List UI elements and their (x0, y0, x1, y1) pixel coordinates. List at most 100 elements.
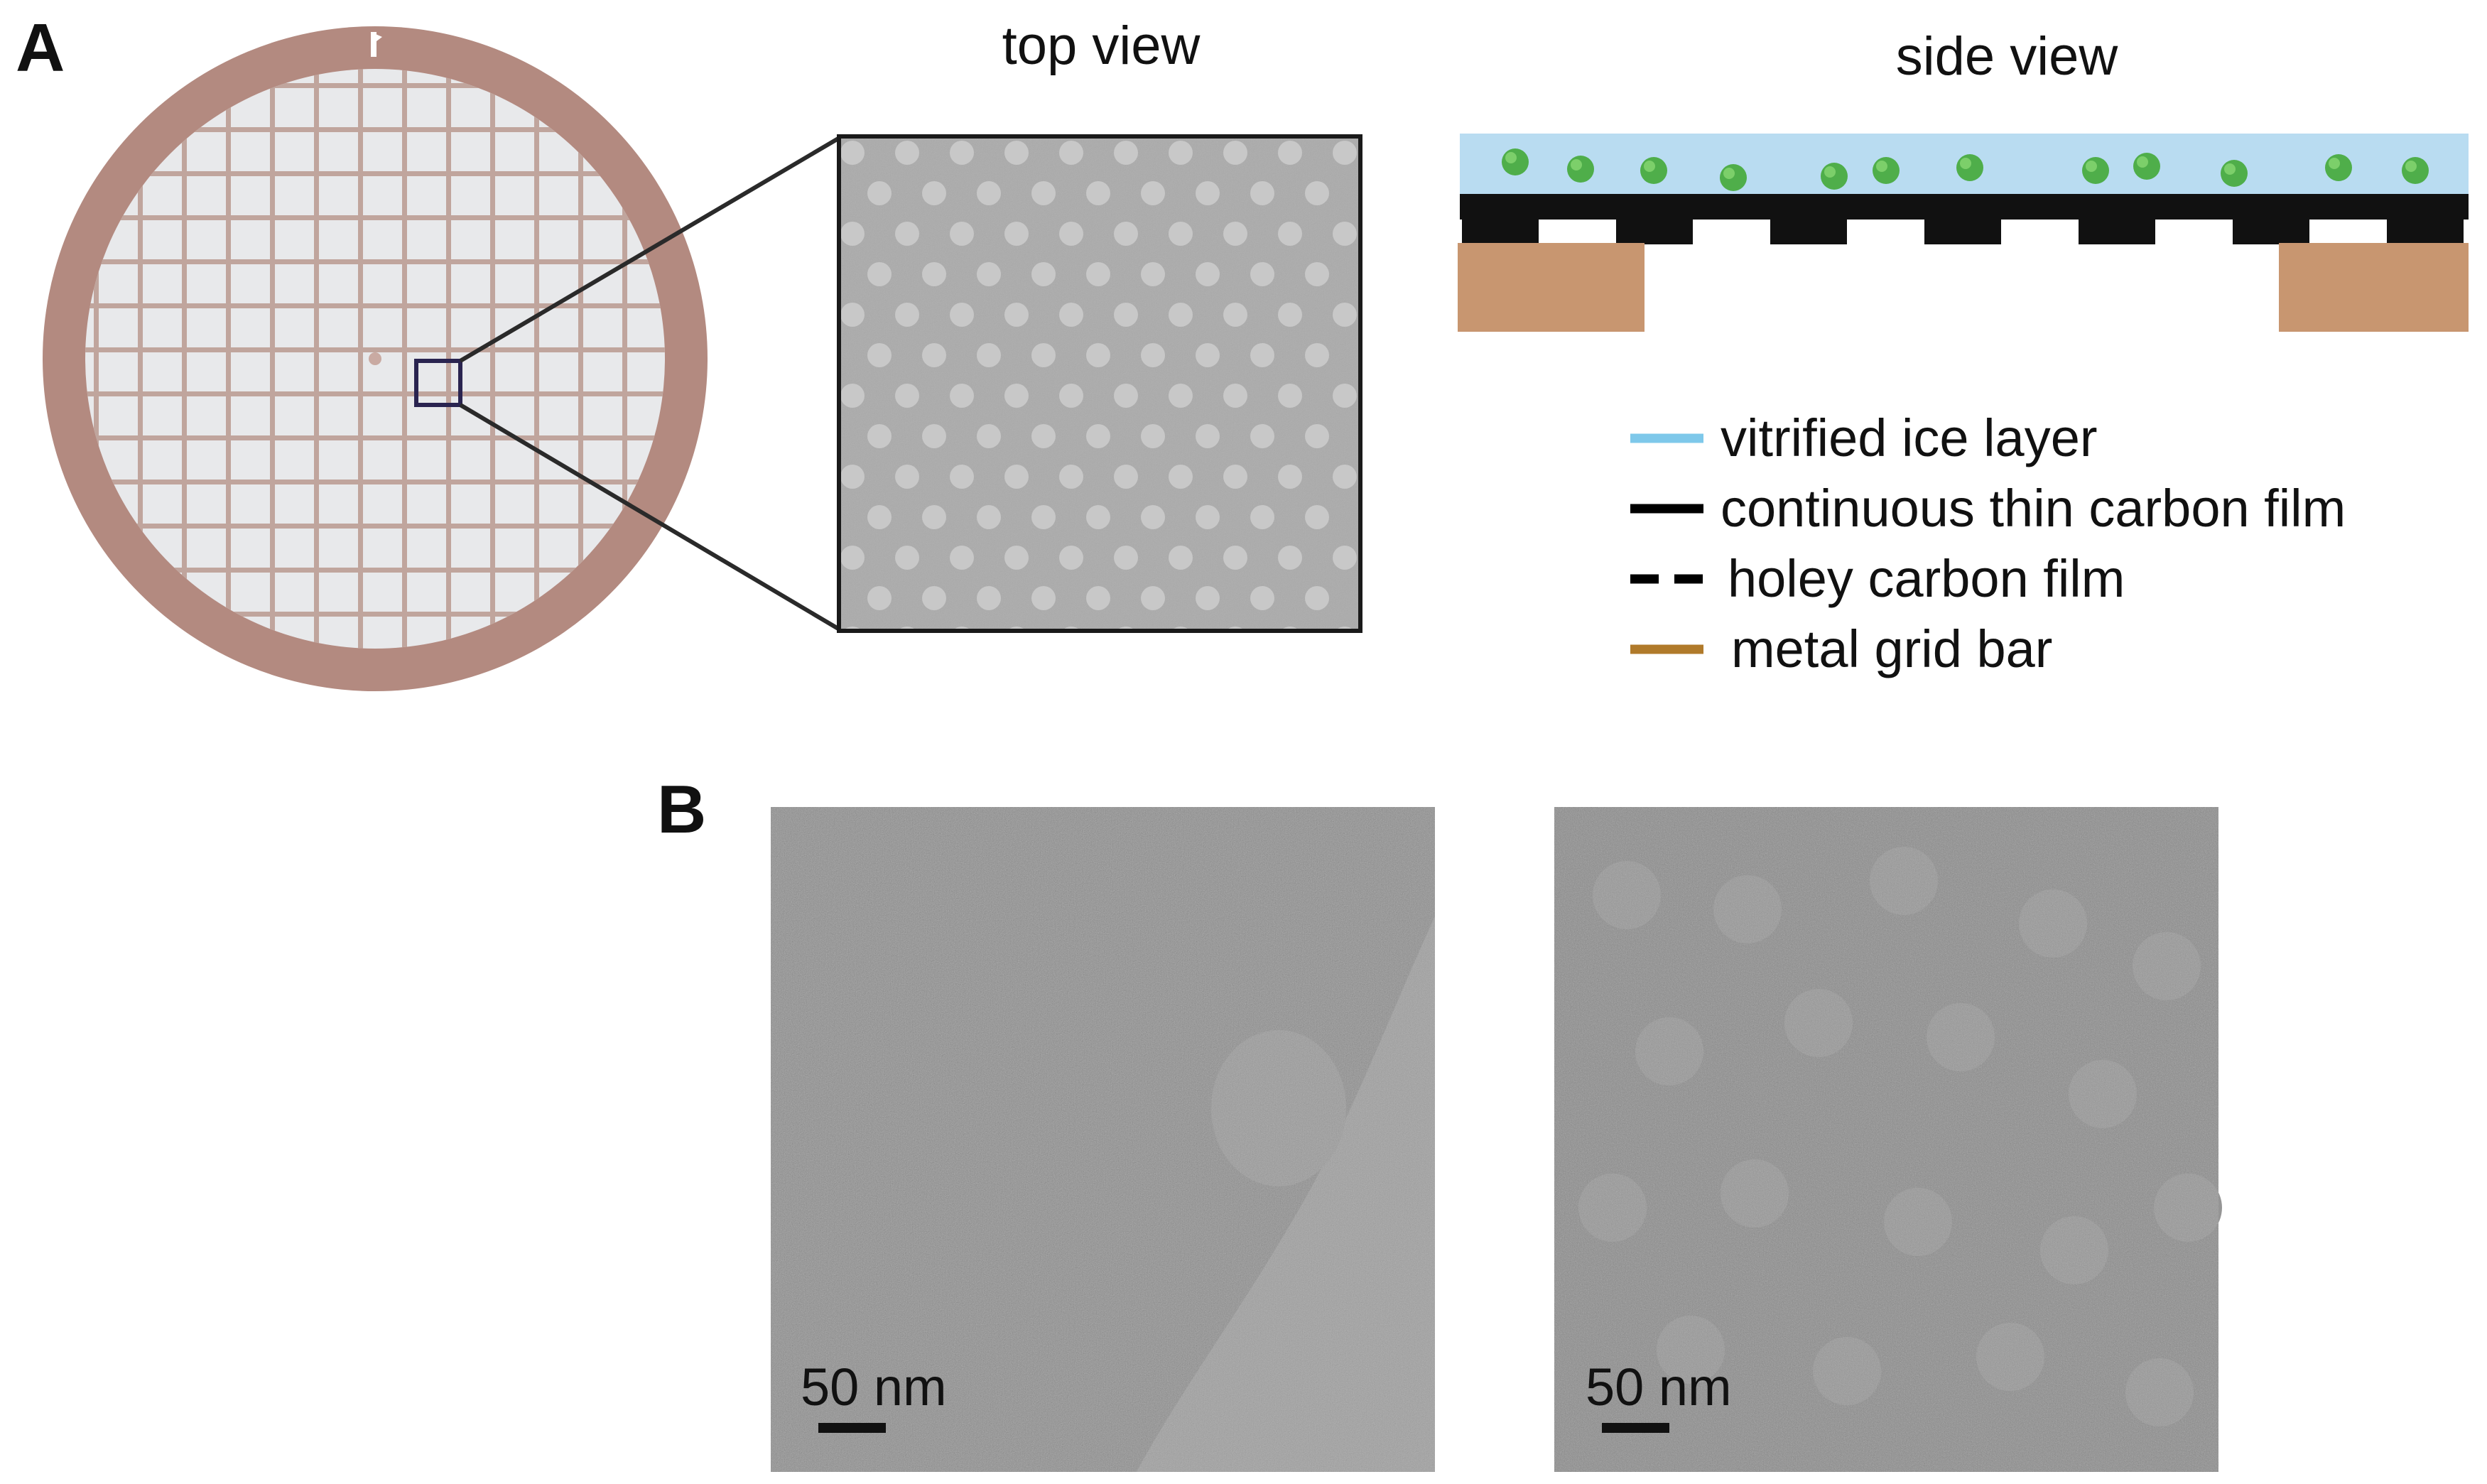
film-hole (1141, 181, 1165, 205)
film-hole (1169, 465, 1193, 489)
film-hole (895, 141, 919, 165)
legend: vitrified ice layer continuous thin carb… (1630, 408, 2346, 678)
protein-particle (2133, 153, 2160, 180)
panel-letter-a: A (16, 10, 65, 86)
legend-label-holey-carbon: holey carbon film (1728, 549, 2125, 608)
film-hole (1169, 546, 1193, 570)
film-hole (841, 303, 865, 327)
film-hole (1338, 627, 1352, 629)
film-hole (841, 141, 865, 165)
top-view-title: top view (1002, 16, 1201, 76)
film-hole (1333, 141, 1357, 165)
film-hole (977, 181, 1001, 205)
protein-particle (1821, 163, 1848, 190)
zoom-line-bottom (459, 403, 840, 631)
film-hole (1086, 262, 1110, 286)
grid-bar-horizontal (85, 303, 665, 308)
film-hole (1305, 181, 1329, 205)
film-hole (950, 384, 974, 408)
film-hole (1278, 303, 1302, 327)
film-hole (1059, 465, 1083, 489)
film-hole (1228, 627, 1242, 629)
legend-label-continuous-carbon: continuous thin carbon film (1721, 479, 2346, 538)
film-hole (1174, 627, 1188, 629)
protein-particle (2221, 160, 2248, 187)
grid-bar-vertical (226, 69, 231, 649)
film-hole (977, 343, 1001, 367)
film-hole (922, 262, 946, 286)
holey-film-segment (1924, 220, 2001, 244)
protein-particle-highlight (2086, 161, 2097, 172)
film-hole (1114, 222, 1138, 246)
grid-bar-vertical (578, 69, 583, 649)
protein-particle-highlight (1571, 159, 1582, 170)
grid-bar-horizontal (85, 83, 665, 88)
film-hole (1086, 505, 1110, 529)
film-hole (867, 181, 892, 205)
film-hole (1004, 141, 1029, 165)
film-hole (1278, 384, 1302, 408)
film-hole (1250, 343, 1274, 367)
film-hole (1086, 181, 1110, 205)
film-hole (922, 424, 946, 448)
protein-particle-highlight (2137, 156, 2148, 168)
film-hole (1223, 465, 1247, 489)
metal-grid-bar-right (2279, 243, 2469, 332)
film-hole (1196, 586, 1220, 610)
micrograph-left: 50 nm (771, 807, 1435, 1472)
film-hole (922, 586, 946, 610)
protein-particle (1956, 154, 1983, 181)
film-hole (1196, 181, 1220, 205)
grid-center-mark (369, 352, 381, 365)
holey-film-segment (2233, 220, 2309, 244)
film-hole (1009, 627, 1024, 629)
protein-particle-highlight (2224, 163, 2236, 175)
film-hole (1086, 424, 1110, 448)
protein-particle (1640, 157, 1667, 184)
film-hole (1305, 262, 1329, 286)
protein-particle-highlight (2405, 161, 2417, 172)
film-hole (1278, 222, 1302, 246)
film-hole (977, 424, 1001, 448)
film-texture (841, 139, 1358, 629)
holey-film-segment (2387, 220, 2464, 244)
grid-bar-vertical (314, 69, 319, 649)
film-hole (1223, 222, 1247, 246)
continuous-carbon-film (1460, 194, 2469, 220)
film-hole (895, 465, 919, 489)
grid-bar-horizontal (85, 480, 665, 484)
micrograph-left-noise (771, 807, 1435, 1472)
film-hole (1004, 384, 1029, 408)
film-hole (1305, 586, 1329, 610)
film-hole (1031, 505, 1056, 529)
film-hole (1059, 141, 1083, 165)
film-hole (977, 586, 1001, 610)
protein-particle-highlight (1723, 168, 1735, 179)
metal-grid-bar-left (1458, 243, 1645, 332)
holey-carbon-film (1462, 220, 2464, 244)
film-hole (1250, 505, 1274, 529)
film-hole (1114, 465, 1138, 489)
film-hole (1196, 262, 1220, 286)
film-hole (1114, 546, 1138, 570)
grid-bar-vertical (270, 69, 275, 649)
film-hole (1250, 262, 1274, 286)
scale-label-right: 50 nm (1586, 1358, 1732, 1417)
grid-bar-vertical (534, 69, 539, 649)
film-hole (1141, 343, 1165, 367)
film-hole (1141, 262, 1165, 286)
grid-bar-vertical (358, 69, 363, 649)
film-hole (1333, 384, 1357, 408)
micrograph-right-noise (1554, 807, 2218, 1472)
film-hole (1004, 546, 1029, 570)
film-hole (1064, 627, 1078, 629)
film-hole (1114, 384, 1138, 408)
film-hole (1114, 303, 1138, 327)
film-hole (895, 303, 919, 327)
film-hole (1141, 424, 1165, 448)
protein-particle-highlight (1876, 161, 1887, 172)
film-hole (1250, 586, 1274, 610)
film-hole (1059, 303, 1083, 327)
film-hole (1223, 384, 1247, 408)
